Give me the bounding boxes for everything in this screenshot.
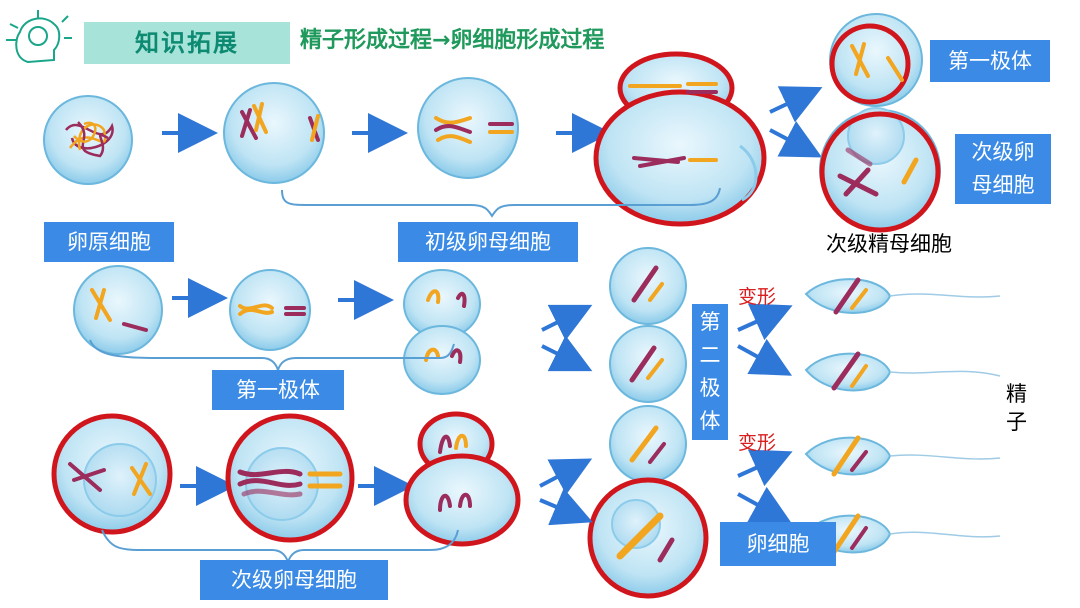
second-polar-body-char-3: 极 [699, 376, 721, 400]
secondary-oocyte-dividing [403, 411, 521, 547]
diagram-subtitle: 精子形成过程→卵细胞形成过程 [300, 28, 605, 53]
label-primary-oocyte: 初级卵母细胞 [398, 222, 578, 262]
cell-metaphase-1 [417, 77, 519, 179]
oogonium-cell-bottom [51, 413, 173, 535]
secondary-oocyte-cell-top [819, 107, 941, 233]
label-sperm: 精 子 [1006, 380, 1027, 436]
label-first-polar-body-mid: 第一极体 [212, 370, 344, 410]
spermatid-cell-1 [609, 247, 687, 325]
label-secondary-oocyte-top: 次级卵 母细胞 [955, 134, 1051, 204]
arrow [737, 338, 793, 376]
arrow [541, 335, 593, 372]
arrow [737, 303, 793, 341]
label-secondary-oocyte-bottom: 次级卵母细胞 [200, 560, 388, 600]
second-polar-body-char-2: 二 [699, 343, 721, 367]
arrow [737, 449, 793, 487]
label-second-polar-body: 第 二 极 体 [692, 304, 728, 440]
arrow [769, 121, 823, 158]
primary-oocyte-dividing [593, 51, 767, 227]
label-secondary-oocyte-top-line1: 次级卵 [971, 140, 1035, 164]
cell-pairing [223, 82, 325, 184]
label-transform-2: 变形 [738, 432, 777, 454]
sperm-1 [804, 277, 1001, 315]
spermatid-cell-2 [609, 325, 687, 403]
cell-mid-dividing [403, 269, 481, 395]
spermatid-cell-3 [609, 405, 687, 483]
sperm-2 [804, 351, 1001, 392]
brain-head-icon [6, 10, 72, 64]
label-egg-cell: 卵细胞 [720, 522, 836, 566]
oogonium-cell-mid [73, 265, 163, 355]
arrow [769, 86, 823, 123]
egg-cell-highlight [587, 477, 709, 599]
cell-mid-2 [229, 269, 311, 351]
label-secondary-spermatocyte: 次级精母细胞 [826, 232, 952, 256]
section-tag: 知识拓展 [84, 22, 290, 64]
sperm-char-2: 子 [1006, 410, 1027, 434]
label-first-polar-body-top: 第一极体 [930, 40, 1050, 82]
second-polar-body-char-1: 第 [699, 310, 721, 334]
oogonium-cell-top [43, 95, 133, 185]
second-polar-body-char-4: 体 [699, 409, 721, 433]
cell-bottom-2 [225, 413, 355, 543]
label-transform-1: 变形 [738, 286, 777, 308]
arrow [539, 488, 593, 526]
label-secondary-oocyte-top-line2: 母细胞 [971, 173, 1035, 197]
label-oogonium: 卵原细胞 [44, 222, 174, 262]
arrow [737, 486, 793, 524]
brace-first-polar-body [89, 339, 455, 374]
brace-primary-oocyte [281, 187, 721, 218]
arrow [539, 458, 593, 495]
sperm-3 [804, 435, 1001, 477]
first-polar-body-cell [829, 13, 923, 107]
arrow [541, 304, 593, 341]
sperm-char-1: 精 [1006, 382, 1027, 406]
